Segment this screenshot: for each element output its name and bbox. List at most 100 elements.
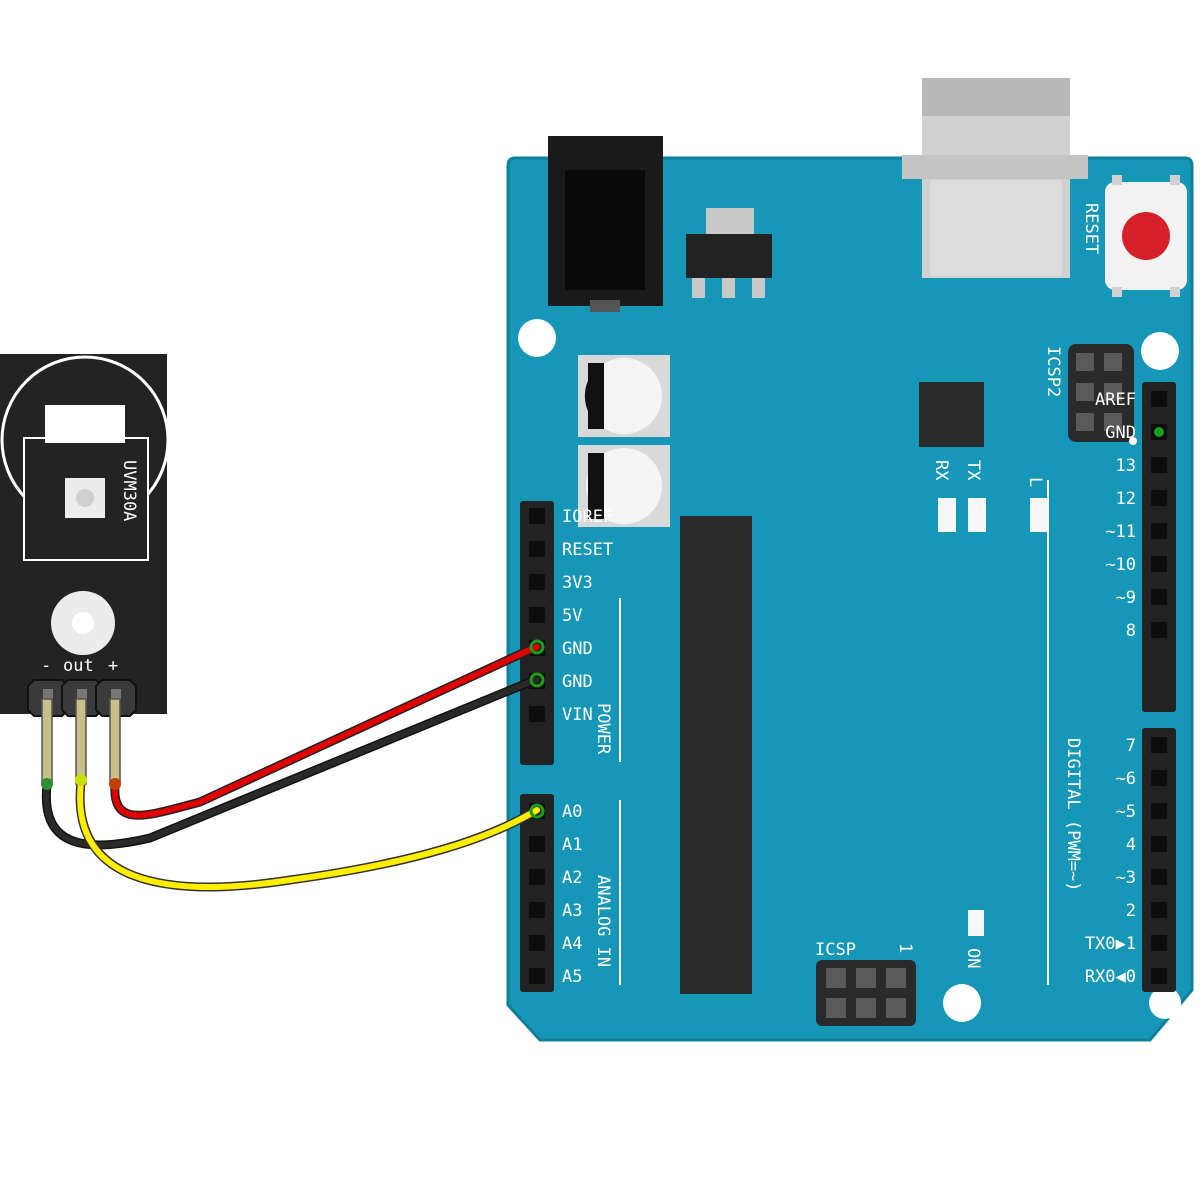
- header-pin-rx0-0[interactable]: [1151, 968, 1167, 984]
- pin-connection-marker: [1154, 427, 1164, 437]
- pin-label-3v3: 3V3: [562, 573, 593, 593]
- pin-label-7: 7: [1126, 736, 1136, 756]
- header-pin-11[interactable]: [1151, 523, 1167, 539]
- pin-label-vin: VIN: [562, 705, 593, 725]
- power-group-label: POWER: [593, 703, 613, 755]
- header-pin-3[interactable]: [1151, 869, 1167, 885]
- power-header: [520, 501, 554, 765]
- pin-label-gnd: GND: [1105, 423, 1136, 443]
- wire-end-out: [75, 774, 87, 786]
- pin-label-8: 8: [1126, 621, 1136, 641]
- header-pin-vin[interactable]: [529, 706, 545, 722]
- led-label-rx: RX: [931, 460, 951, 481]
- pin-label-10: ~10: [1105, 555, 1136, 575]
- header-pin-ioref[interactable]: [529, 508, 545, 524]
- capacitor: [578, 445, 670, 527]
- pin-label-9: ~9: [1116, 588, 1136, 608]
- header-pin-2[interactable]: [1151, 902, 1167, 918]
- header-pin-tx0-1[interactable]: [1151, 935, 1167, 951]
- pin-label-4: 4: [1126, 835, 1136, 855]
- pin-label-reset: RESET: [562, 540, 613, 560]
- header-pin-13[interactable]: [1151, 457, 1167, 473]
- pin-label-a1: A1: [562, 835, 582, 855]
- dc-power-jack: [548, 136, 663, 312]
- wire-end-gnd: [529, 672, 545, 688]
- icsp-header: [816, 960, 916, 1026]
- pin-label-rx0-0: RX0◀0: [1085, 967, 1136, 987]
- analog-header: [520, 794, 554, 992]
- wire-red-5v-core: [111, 644, 540, 819]
- pin-label-a5: A5: [562, 967, 582, 987]
- digital-header-top: [1142, 382, 1176, 712]
- header-pin-12[interactable]: [1151, 490, 1167, 506]
- pin-label-a2: A2: [562, 868, 582, 888]
- mounting-hole: [1149, 987, 1181, 1019]
- pin-label-11: ~11: [1105, 522, 1136, 542]
- reset-button-cap[interactable]: [1122, 212, 1170, 260]
- header-pin-aref[interactable]: [1151, 391, 1167, 407]
- wire-red-5v: [110, 642, 542, 820]
- microcontroller-chip: [680, 516, 752, 994]
- header-pin-reset[interactable]: [529, 541, 545, 557]
- pin-label-5v: 5V: [562, 606, 582, 626]
- header-pin-6[interactable]: [1151, 770, 1167, 786]
- pin-label-aref: AREF: [1095, 390, 1136, 410]
- wire-yellow-a0-core: [77, 779, 540, 890]
- module-pin-header: [27, 679, 137, 717]
- icsp-pin1-label: 1: [895, 943, 915, 953]
- module-pin-label-minus: -: [41, 656, 51, 676]
- wire-end-5v: [529, 639, 545, 655]
- header-pin-4[interactable]: [1151, 836, 1167, 852]
- pin-label-gnd: GND: [562, 639, 593, 659]
- pin-label-a3: A3: [562, 901, 582, 921]
- pin-label-6: ~6: [1116, 769, 1136, 789]
- header-pin-5[interactable]: [1151, 803, 1167, 819]
- tx-led: [968, 498, 986, 532]
- header-pin-3v3[interactable]: [529, 574, 545, 590]
- header-pin-8[interactable]: [1151, 622, 1167, 638]
- wires: [41, 639, 545, 892]
- sensor-chip-icon: [76, 489, 94, 507]
- icsp2-label: ICSP2: [1043, 346, 1063, 397]
- mounting-hole: [1141, 332, 1179, 370]
- reset-button[interactable]: [1105, 175, 1187, 297]
- led-label-tx: TX: [963, 460, 983, 481]
- module-mounting-hole-center: [72, 612, 94, 634]
- reset-label: RESET: [1081, 203, 1101, 254]
- pin-label-3: ~3: [1116, 868, 1136, 888]
- header-pin-a4[interactable]: [529, 935, 545, 951]
- on-label: ON: [963, 948, 983, 968]
- arduino-board: RESET ICSP2 RX TX L: [506, 78, 1194, 1042]
- pin-label-2: 2: [1126, 901, 1136, 921]
- pin-label-5: ~5: [1116, 802, 1136, 822]
- header-pin-a3[interactable]: [529, 902, 545, 918]
- uvm30a-module: UVM30A - out +: [0, 354, 170, 785]
- mounting-hole: [943, 984, 981, 1022]
- header-pin-a5[interactable]: [529, 968, 545, 984]
- led-label-l: L: [1025, 477, 1045, 487]
- header-pin-7[interactable]: [1151, 737, 1167, 753]
- on-led: [968, 910, 984, 936]
- wire-end-plus: [109, 778, 121, 790]
- capacitor: [578, 355, 670, 437]
- header-pin-5v[interactable]: [529, 607, 545, 623]
- module-pin-label-plus: +: [108, 656, 118, 676]
- pin-label-a0: A0: [562, 802, 582, 822]
- pin-label-a4: A4: [562, 934, 582, 954]
- header-pin-a1[interactable]: [529, 836, 545, 852]
- pin-label-gnd: GND: [562, 672, 593, 692]
- pin-label-tx0-1: TX0▶1: [1085, 934, 1136, 954]
- header-pin-a2[interactable]: [529, 869, 545, 885]
- wire-black-gnd-core: [43, 677, 540, 848]
- sensor-window: [45, 405, 125, 443]
- header-pin-10[interactable]: [1151, 556, 1167, 572]
- module-pin-minus: [41, 698, 53, 785]
- module-pin-out: [75, 698, 87, 785]
- rx-led: [938, 498, 956, 532]
- header-pin-9[interactable]: [1151, 589, 1167, 605]
- pin-label-12: 12: [1116, 489, 1136, 509]
- pin-label-ioref: IOREF: [562, 507, 613, 527]
- wire-end-a0: [529, 803, 545, 819]
- module-pin-label-out: out: [63, 656, 94, 676]
- icsp-label: ICSP: [815, 940, 856, 960]
